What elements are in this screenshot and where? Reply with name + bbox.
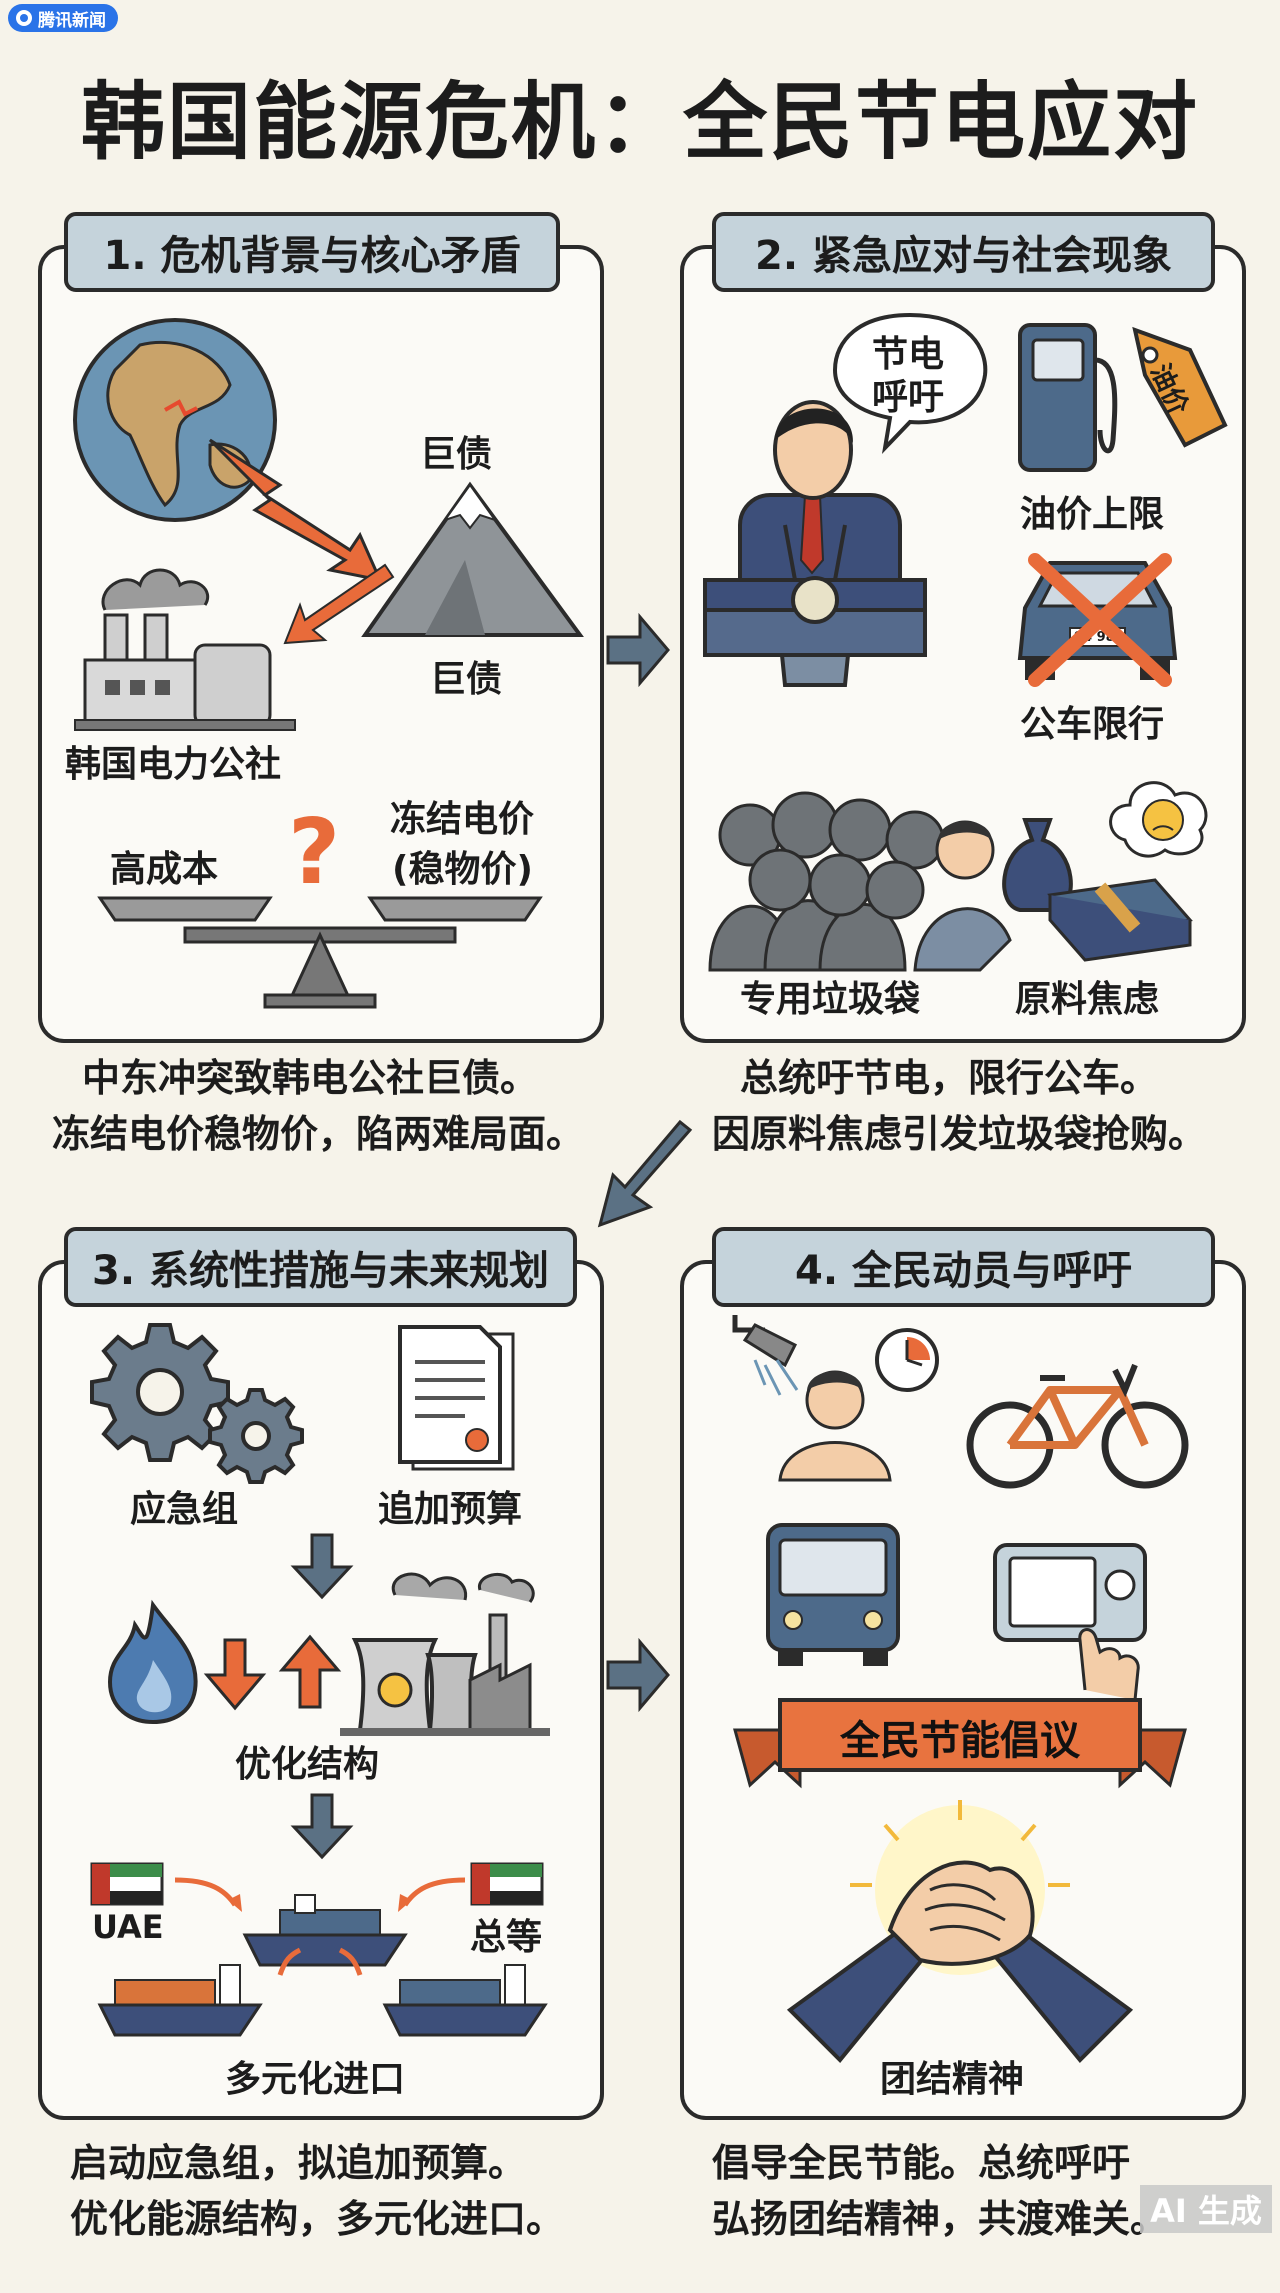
bus-icon — [766, 1523, 900, 1666]
flame-icon — [107, 1599, 198, 1725]
speech-line-2: 呼吁 — [872, 377, 945, 418]
right-arrow-icon — [606, 1637, 670, 1713]
speech-line-1: 节电 — [872, 334, 945, 375]
oil-cap-label: 油价上限 — [1020, 494, 1165, 535]
cash-stack-icon — [1047, 878, 1193, 962]
thermostat-icon — [993, 1543, 1147, 1701]
emergency-group-label: 应急组 — [130, 1489, 239, 1530]
debt-bottom-label: 巨债 — [430, 659, 503, 700]
ribbon-banner-icon — [733, 1698, 1187, 1789]
panel-1-caption-line-2: 冻结电价稳物价，陷两难局面。 — [52, 1112, 585, 1156]
page-title: 韩国能源危机：全民节电应对 — [80, 73, 1199, 171]
ship-icon — [382, 1964, 548, 2037]
clock-icon — [875, 1328, 939, 1392]
logo-icon — [16, 10, 32, 26]
car-limit-label: 公车限行 — [1020, 704, 1165, 745]
others-label: 总等 — [470, 1917, 543, 1958]
freeze-price-label: 冻结电价 — [390, 799, 535, 840]
up-arrow-orange-icon — [278, 1634, 342, 1709]
bicycle-icon — [966, 1363, 1189, 1489]
speech-bubble-icon — [832, 312, 988, 455]
panel-1-title: 1. 危机背景与核心矛盾 — [64, 212, 560, 292]
fuel-pump-icon — [1018, 323, 1118, 472]
news-badge[interactable]: 腾讯新闻 — [8, 4, 118, 32]
question-mark: ? — [288, 800, 341, 905]
high-cost-label: 高成本 — [110, 849, 219, 890]
solidarity-label: 团结精神 — [880, 2059, 1025, 2100]
debt-top-label: 巨债 — [420, 434, 493, 475]
stable-price-label: (稳物价) — [392, 849, 533, 890]
panel-1-caption-line-1: 中东冲突致韩电公社巨债。 — [82, 1056, 539, 1100]
ship-icon — [97, 1964, 263, 2037]
company-label: 韩国电力公社 — [65, 744, 282, 785]
diversify-label: 多元化进口 — [225, 2059, 406, 2100]
diagonal-arrow-icon — [597, 1119, 693, 1228]
handshake-icon — [786, 1800, 1134, 2063]
worry-cloud-icon — [1109, 781, 1208, 858]
initiative-label: 全民节能倡议 — [840, 1718, 1080, 1764]
cross-icon — [1028, 553, 1172, 687]
down-arrow-icon — [290, 1793, 354, 1860]
extra-budget-label: 追加预算 — [378, 1489, 523, 1530]
down-arrow-orange-icon — [203, 1638, 267, 1711]
scale-icon — [97, 896, 543, 1009]
price-tag-icon — [1132, 326, 1228, 448]
panel-3-title: 3. 系统性措施与未来规划 — [64, 1227, 577, 1307]
flag-icon — [470, 1862, 544, 1906]
material-anxiety-label: 原料焦虑 — [1015, 979, 1160, 1020]
crowd-icon — [708, 791, 1012, 972]
badge-label: 腾讯新闻 — [38, 10, 106, 31]
gear-icon — [90, 1323, 304, 1484]
down-left-arrow-icon — [283, 563, 395, 645]
panel-2-title: 2. 紧急应对与社会现象 — [712, 212, 1215, 292]
panel-3-caption-line-2: 优化能源结构，多元化进口。 — [70, 2197, 565, 2241]
globe-icon — [73, 318, 277, 522]
uae-label: UAE — [92, 1908, 164, 1946]
panel-3-caption-line-1: 启动应急组，拟追加预算。 — [70, 2141, 527, 2185]
import-arrows-icon — [174, 1877, 466, 1976]
ship-icon — [242, 1894, 408, 1967]
nuclear-plant-icon — [340, 1572, 550, 1736]
panel-4-title: 4. 全民动员与呼吁 — [712, 1227, 1215, 1307]
panel-2-caption-line-1: 总统吁节电，限行公车。 — [740, 1056, 1159, 1100]
right-arrow-icon — [606, 612, 670, 688]
panel-4-caption-line-2: 弘扬团结精神，共渡难关。 — [712, 2197, 1169, 2241]
president-icon — [703, 400, 927, 687]
optimize-label: 优化结构 — [235, 1744, 380, 1785]
ai-generated-watermark: AI 生成 — [1140, 2185, 1272, 2233]
mountain-icon — [361, 481, 584, 637]
down-arrow-icon — [290, 1533, 354, 1600]
factory-icon — [74, 568, 296, 731]
trash-bags-label: 专用垃圾袋 — [740, 979, 921, 1020]
shower-icon — [732, 1315, 892, 1482]
panel-2-caption-line-2: 因原料焦虑引发垃圾袋抢购。 — [712, 1112, 1207, 1156]
flag-icon — [90, 1862, 164, 1906]
panel-4-caption-line-1: 倡导全民节能。总统呼吁 — [712, 2141, 1131, 2185]
document-icon — [398, 1325, 515, 1471]
